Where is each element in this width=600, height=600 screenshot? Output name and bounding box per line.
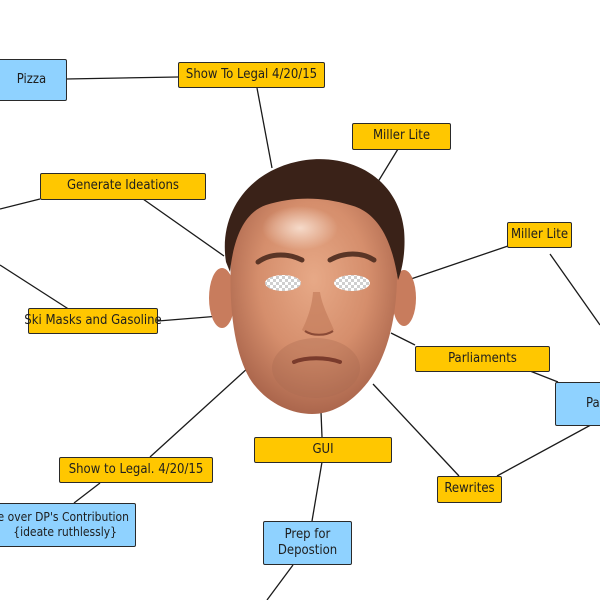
- connector: [0, 198, 41, 210]
- node-label: Miller Lite: [372, 128, 431, 144]
- node-prep-for-depostion[interactable]: Prep for Depostion: [263, 521, 352, 565]
- node-label-line-1: rate over DP's Contribution: [0, 510, 129, 524]
- connector: [372, 148, 399, 191]
- node-label: Show to Legal. 4/20/15: [68, 461, 204, 477]
- node-generate-ideations[interactable]: Generate Ideations: [40, 173, 206, 200]
- node-gui[interactable]: GUI: [254, 437, 392, 463]
- node-dp-contribution[interactable]: rate over DP's Contribution {ideate ruth…: [0, 503, 136, 547]
- node-label: Rewrites: [444, 481, 495, 497]
- node-miller-lite-1[interactable]: Miller Lite: [352, 123, 451, 150]
- node-parliaments[interactable]: Parliaments: [415, 346, 550, 372]
- node-label-line-2: {ideate ruthlessly}: [13, 525, 117, 539]
- connector: [320, 411, 323, 438]
- node-label: Parliaments: [448, 350, 517, 366]
- node-label-line-1: Prep for: [284, 526, 331, 542]
- connector: [311, 461, 323, 522]
- node-pa-partial[interactable]: Pa: [555, 382, 600, 426]
- node-label: Pa: [586, 395, 600, 411]
- node-label: Miller Lite: [510, 226, 569, 242]
- node-label: GUI: [312, 441, 334, 457]
- node-pizza[interactable]: Pizza: [0, 59, 67, 101]
- node-show-to-legal-top[interactable]: Show To Legal 4/20/15: [178, 62, 325, 88]
- connector: [142, 198, 225, 257]
- connector: [0, 264, 71, 311]
- connector: [404, 245, 509, 282]
- node-ski-masks[interactable]: Ski Masks and Gasoline: [24, 308, 162, 334]
- connector: [529, 370, 559, 383]
- node-miller-lite-2[interactable]: Miller Lite: [507, 222, 572, 248]
- connector: [496, 419, 600, 477]
- node-label-line-2: Depostion: [277, 543, 338, 558]
- connector: [149, 366, 250, 458]
- node-label: Pizza: [16, 71, 47, 87]
- node-label: Generate Ideations: [66, 178, 180, 194]
- connector: [266, 564, 294, 600]
- node-label: Show To Legal 4/20/15: [185, 66, 318, 82]
- connector: [157, 315, 221, 322]
- connector: [256, 87, 273, 169]
- connector: [73, 482, 101, 504]
- node-rewrites[interactable]: Rewrites: [437, 476, 502, 503]
- connector: [65, 76, 179, 80]
- connector: [390, 332, 416, 346]
- node-label: Ski Masks and Gasoline: [24, 312, 162, 328]
- connector: [549, 253, 600, 326]
- node-show-to-legal-bottom[interactable]: Show to Legal. 4/20/15: [59, 457, 213, 483]
